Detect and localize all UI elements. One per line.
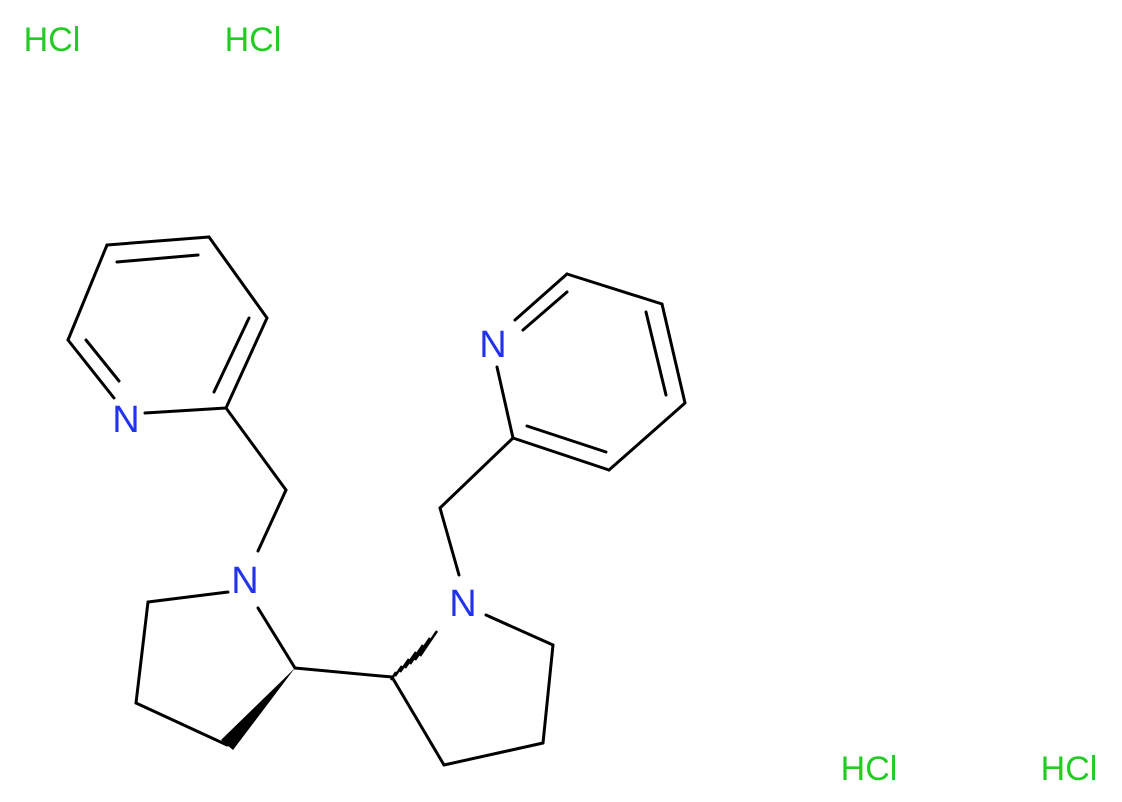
nitrogen-atom-label: N xyxy=(231,560,258,602)
double-bond-inner xyxy=(644,310,668,397)
salt-label: HCl xyxy=(225,21,282,59)
double-bond-inner xyxy=(115,253,200,264)
bond xyxy=(513,272,569,322)
hash-wedge-bond xyxy=(389,630,439,681)
bond xyxy=(541,643,555,745)
double-bond-inner xyxy=(212,316,251,394)
bond xyxy=(565,272,664,306)
nitrogen-atom-label: N xyxy=(112,399,139,441)
bond xyxy=(607,401,687,472)
methylene-bond-left xyxy=(256,488,288,553)
bond xyxy=(146,590,230,604)
methylene-bond-right xyxy=(438,506,461,577)
double-bond-inner xyxy=(525,424,608,454)
bond xyxy=(442,741,545,767)
bond xyxy=(511,436,611,472)
bond xyxy=(207,235,269,320)
bond xyxy=(256,606,297,670)
bond xyxy=(105,235,211,247)
bond xyxy=(66,338,116,400)
salt-label: HCl xyxy=(1041,750,1098,788)
double-bond-inner xyxy=(84,338,121,383)
bond xyxy=(484,613,555,647)
right-pyridine-ring xyxy=(495,272,687,472)
bond xyxy=(660,302,687,405)
bond xyxy=(134,600,150,705)
wedge-bond xyxy=(221,668,295,750)
methylene-bond-left xyxy=(224,406,288,492)
double-bond-inner xyxy=(521,290,569,332)
salt-label: HCl xyxy=(24,21,81,59)
bond xyxy=(143,406,228,415)
central-bond xyxy=(293,666,394,679)
methylene-bond-right xyxy=(438,436,515,510)
salt-label: HCl xyxy=(841,750,898,788)
bond xyxy=(66,243,109,342)
bond xyxy=(224,316,269,410)
right-pyrrolidine-ring xyxy=(389,613,555,767)
bond xyxy=(495,365,515,440)
nitrogen-atom-label: N xyxy=(449,583,476,625)
left-pyrrolidine-ring xyxy=(134,590,297,750)
nitrogen-atom-label: N xyxy=(479,324,506,366)
bond xyxy=(390,675,446,767)
bond xyxy=(134,701,229,747)
left-pyridine-ring xyxy=(66,235,269,415)
